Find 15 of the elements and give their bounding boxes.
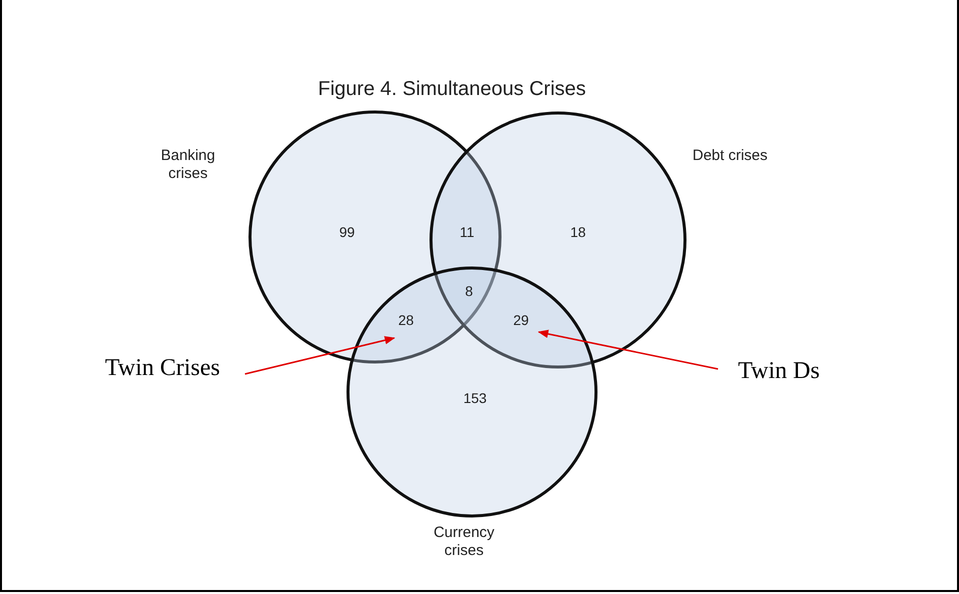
- region-count: 8: [465, 283, 473, 299]
- set-label: Banking crises: [160, 147, 216, 183]
- region-count: 18: [570, 224, 586, 240]
- leader-arrow: [538, 330, 718, 370]
- region-count: 28: [398, 312, 414, 328]
- annotation-text: Twin Crises: [105, 354, 220, 382]
- set-label: Debt crises: [691, 147, 769, 165]
- region-count: 29: [513, 312, 529, 328]
- figure-title: Figure 4. Simultaneous Crises: [318, 78, 586, 101]
- leader-arrow: [244, 336, 396, 375]
- annotation-text: Twin Ds: [738, 357, 820, 385]
- region-count: 153: [463, 390, 487, 406]
- set-label: Currency crises: [432, 524, 496, 560]
- region-count: 11: [460, 224, 474, 240]
- region-count: 99: [339, 224, 355, 240]
